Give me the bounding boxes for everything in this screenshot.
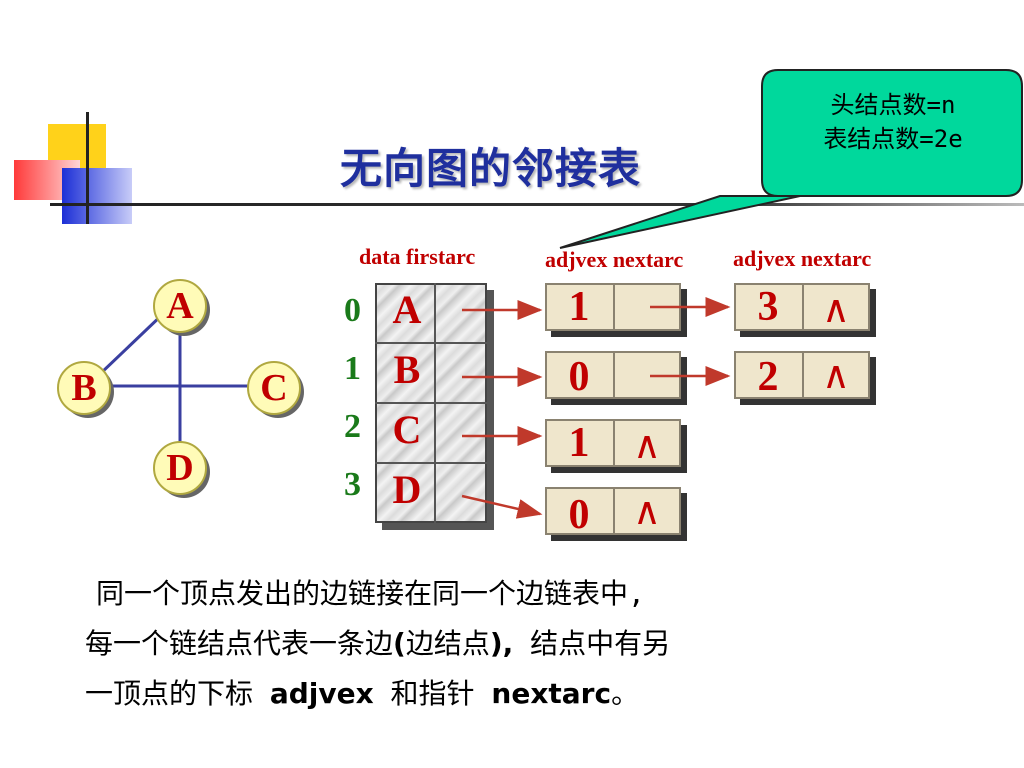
callout-line-arc-count: 表结点数=2e: [823, 125, 963, 153]
arc-2-1-adjvex: 1: [568, 420, 590, 466]
arc-node-2-1: [545, 419, 681, 467]
arc-3-1-nextarc-null: ∧: [633, 489, 661, 533]
arc-1-2-adjvex: 2: [757, 354, 779, 400]
index-1: 1: [344, 350, 361, 387]
graph-vertex-a: [153, 279, 210, 336]
arc-1-2-nextarc-null: ∧: [822, 353, 850, 397]
index-2: 2: [344, 408, 361, 445]
graph-edge-a-b: [98, 310, 167, 376]
arc-node-3-1: [545, 487, 681, 535]
graph-vertex-label-b: B: [71, 367, 97, 409]
undirected-graph: [57, 279, 304, 498]
callout-text: 头结点数=n 表结点数=2e: [778, 88, 1008, 156]
decor-vertical-rule: [86, 112, 89, 224]
header-arc-node-2: adjvex nextarc: [733, 246, 872, 271]
arc-3-1-adjvex: 0: [568, 492, 590, 538]
callout-line-head-count: 头结点数=n: [830, 91, 956, 119]
graph-vertex-d: [153, 441, 210, 498]
head-table-grid: [375, 283, 487, 523]
description-line-2: 每一个链结点代表一条边(边结点), 结点中有另: [85, 627, 671, 660]
description-line-1: 同一个顶点发出的边链接在同一个边链表中,: [96, 577, 645, 610]
description-line-3: 一顶点的下标 adjvex 和指针 nextarc。: [85, 677, 640, 710]
head-data-d: D: [392, 467, 422, 512]
index-3: 3: [344, 466, 361, 503]
graph-vertex-label-c: C: [260, 367, 288, 409]
head-data-a: A: [392, 287, 422, 332]
page-title: 无向图的邻接表: [340, 144, 642, 193]
arc-node-1-2: [734, 351, 870, 399]
arc-1-1-adjvex: 0: [568, 354, 590, 400]
arc-node-0-2: [734, 283, 870, 331]
arc-0-2-adjvex: 3: [757, 284, 779, 330]
decor-horizontal-rule: [50, 203, 1024, 206]
decor-blue-square: [62, 168, 132, 224]
callout-bubble: [559, 69, 1023, 249]
graph-vertex-b: [57, 361, 114, 418]
arc-0-2-nextarc-null: ∧: [822, 287, 850, 331]
head-data-c: C: [392, 407, 422, 452]
graph-vertex-label-a: A: [166, 285, 194, 327]
graph-vertex-label-d: D: [166, 447, 194, 489]
arc-0-1-adjvex: 1: [568, 284, 590, 330]
graph-vertex-c: [247, 361, 304, 418]
header-arc-node-1: adjvex nextarc: [545, 247, 684, 272]
header-head-node: data firstarc: [359, 244, 476, 269]
arc-2-1-nextarc-null: ∧: [633, 423, 661, 467]
index-0: 0: [344, 292, 361, 329]
head-data-b: B: [393, 347, 421, 392]
